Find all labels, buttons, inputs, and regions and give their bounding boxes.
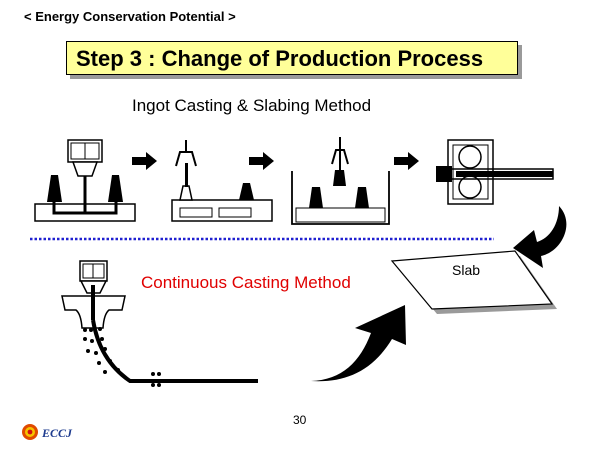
- soaking-pit-stage: [291, 137, 390, 225]
- logo-text: ECCJ: [42, 426, 73, 440]
- continuous-caster: [61, 260, 258, 387]
- arrow-right-2: [249, 152, 274, 170]
- slab-label: Slab: [452, 262, 481, 278]
- ingot-pouring-stage: [34, 139, 136, 222]
- continuous-method-label: Continuous Casting Method: [141, 273, 351, 292]
- slabbing-mill-stage: [436, 139, 554, 205]
- curved-arrow-up: [311, 305, 406, 382]
- section-header: < Energy Conservation Potential >: [24, 9, 236, 24]
- eccj-logo-icon: [22, 424, 38, 440]
- curved-arrow-to-slab: [513, 206, 567, 268]
- ingot-stripping-stage: [171, 140, 273, 222]
- arrow-right-1: [132, 152, 157, 170]
- arrow-right-3: [394, 152, 419, 170]
- page-number: 30: [293, 413, 307, 427]
- slide-title: Step 3 : Change of Production Process: [76, 46, 484, 71]
- slab-shape: [390, 250, 557, 314]
- title-box: Step 3 : Change of Production Process: [66, 41, 518, 75]
- ingot-method-label: Ingot Casting & Slabing Method: [132, 96, 372, 115]
